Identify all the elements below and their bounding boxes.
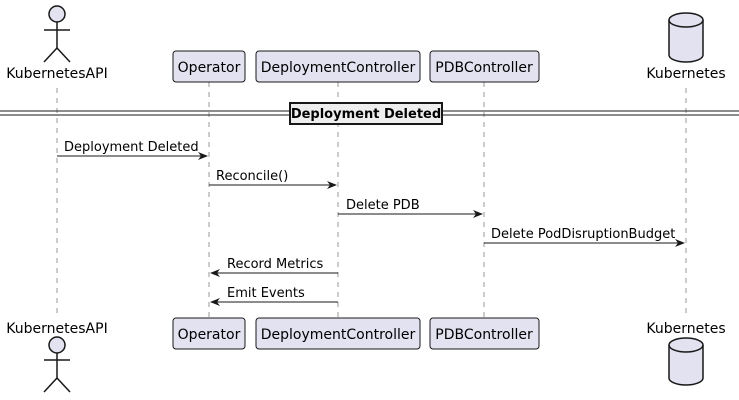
message-label: Delete PDB (346, 198, 420, 213)
divider: Deployment Deleted (0, 102, 739, 125)
participant-pdbcontroller-bottom: PDBController (429, 317, 540, 350)
message-label: Reconcile() (216, 169, 288, 184)
lifelines (56, 82, 687, 318)
actor-icon (48, 336, 66, 354)
database-kubernetes-bottom: Kubernetes (646, 321, 726, 386)
message-label: Delete PodDisruptionBudget (491, 227, 675, 242)
actor-icon (48, 5, 66, 23)
database-icon (668, 337, 704, 386)
messages: Deployment Deleted Reconcile() Delete PD… (57, 140, 685, 306)
participant-label: Kubernetes (646, 321, 725, 337)
message: Emit Events (210, 286, 338, 306)
participants-top: KubernetesAPI Operator DeploymentControl… (6, 5, 726, 83)
participant-deploymentcontroller-bottom: DeploymentController (255, 317, 421, 350)
message: Delete PDB (338, 198, 483, 218)
divider-label: Deployment Deleted (291, 107, 441, 122)
participant-operator-bottom: Operator (172, 317, 246, 350)
participant-label: KubernetesAPI (6, 66, 107, 82)
participant-label: PDBController (435, 60, 533, 76)
actor-kubernetesapi-top: KubernetesAPI (6, 5, 108, 82)
message-label: Deployment Deleted (64, 140, 199, 155)
message-label: Record Metrics (227, 257, 323, 272)
database-kubernetes-top: Kubernetes (646, 12, 726, 82)
participant-label: KubernetesAPI (6, 321, 107, 337)
participant-label: Operator (178, 327, 241, 343)
divider-box (289, 102, 443, 125)
participant-label: Kubernetes (646, 66, 725, 82)
message: Record Metrics (210, 257, 338, 277)
participant-label: DeploymentController (261, 60, 416, 76)
participant-label: Operator (178, 60, 241, 76)
message: Delete PodDisruptionBudget (484, 227, 685, 247)
database-icon (668, 12, 704, 63)
participant-deploymentcontroller-top: DeploymentController (255, 50, 421, 83)
participant-operator-top: Operator (172, 50, 246, 83)
actor-kubernetesapi-bottom: KubernetesAPI (6, 321, 108, 393)
message: Reconcile() (209, 169, 337, 189)
participants-bottom: KubernetesAPI Operator DeploymentControl… (6, 317, 726, 393)
participant-label: DeploymentController (261, 327, 416, 343)
message: Deployment Deleted (57, 140, 208, 160)
participant-label: PDBController (435, 327, 533, 343)
message-label: Emit Events (227, 286, 305, 301)
participant-pdbcontroller-top: PDBController (429, 50, 540, 83)
